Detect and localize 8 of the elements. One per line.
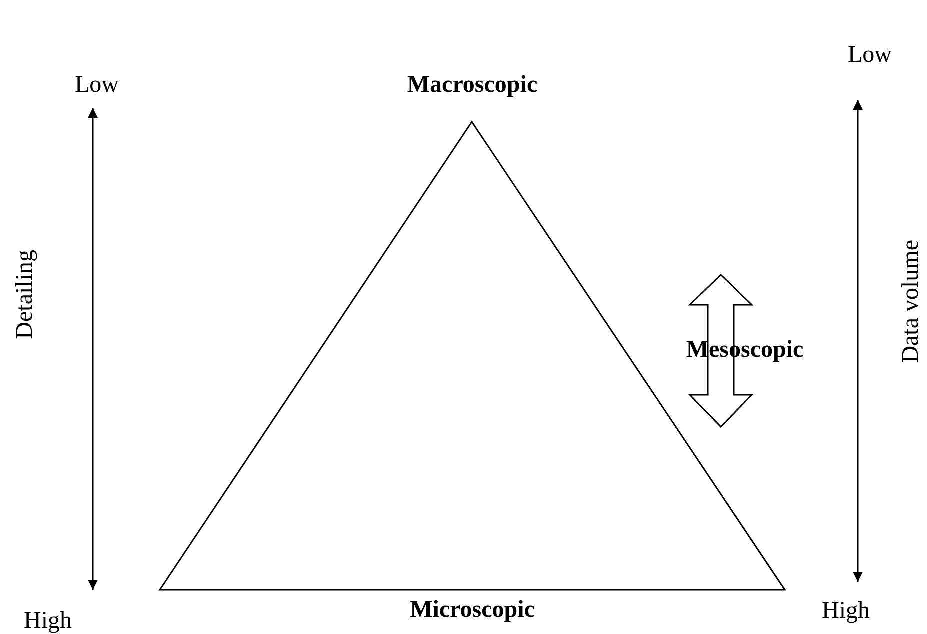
scale-label: High [24, 608, 72, 634]
scale-label: Low [848, 42, 892, 68]
axis-title: Detailing [12, 250, 38, 340]
scale-label: Low [75, 72, 119, 98]
axis-title: Data volume [898, 240, 924, 364]
scale-label: High [822, 598, 870, 624]
level-label: Macroscopic [407, 72, 538, 98]
level-label: Microscopic [410, 597, 535, 623]
